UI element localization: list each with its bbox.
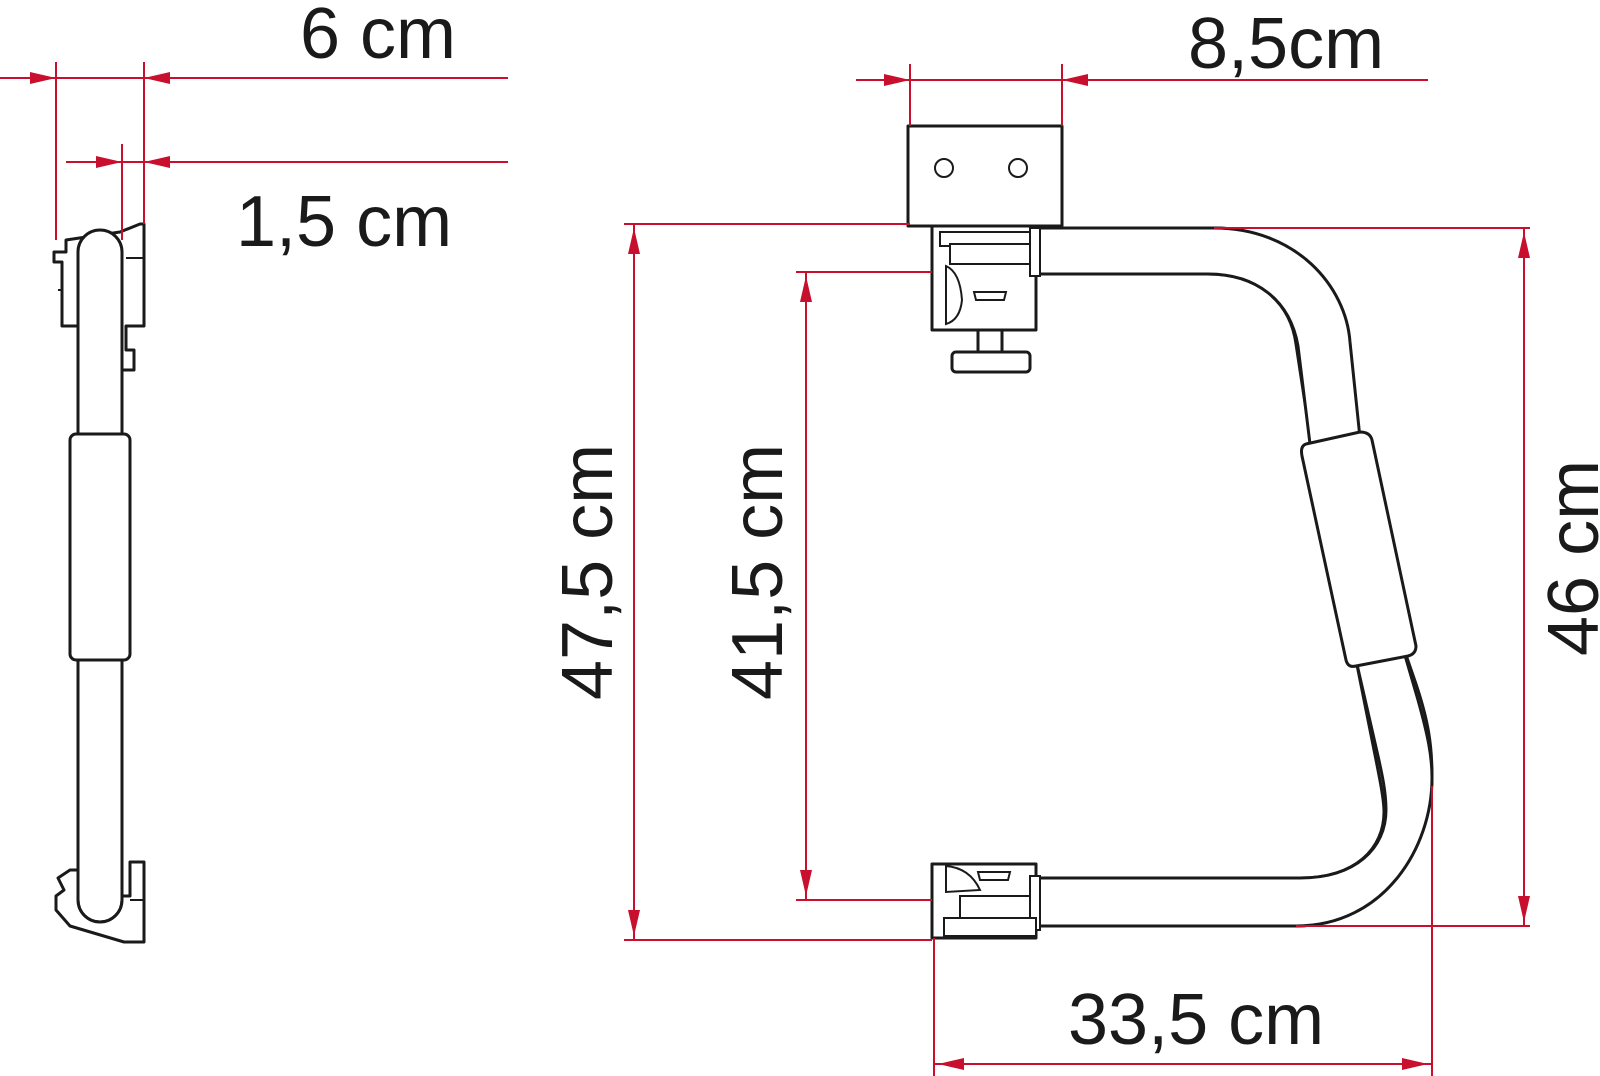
dim-arrow [884,74,910,86]
bottom-clamp-base [943,917,1037,937]
side-grip-sleeve [68,432,132,662]
label-handle-height: 46 cm [1534,460,1600,656]
side-view [52,222,146,944]
front-view [906,124,1434,940]
label-side-depth: 6 cm [300,0,456,74]
top-clamp-collar [1029,227,1041,277]
screw-hole-icon [1008,158,1028,178]
side-bottom-clamp [54,860,146,944]
screw-hole-icon [934,158,954,178]
dim-arrow [96,156,122,168]
dim-arrow [144,72,170,84]
dim-arrow [30,72,56,84]
wall-plate [906,124,1064,228]
front-dimensions: 8,5cm 47,5 cm 41,5 cm 46 cm 33,5 cm [548,4,1600,1076]
knob-stem [976,328,1004,356]
label-bracket-width: 8,5cm [1188,4,1384,84]
logo-icon [972,291,1008,301]
label-side-clearance: 1,5 cm [236,182,452,262]
dim-arrow [1518,896,1530,922]
dim-arrow [628,910,640,936]
label-handle-depth: 33,5 cm [1068,980,1324,1060]
label-inner-height: 41,5 cm [718,444,798,700]
bottom-clamp-face [945,864,982,894]
dim-arrow [628,228,640,254]
top-clamp-ring [949,243,1037,265]
top-clamp-face [945,264,964,326]
knob-head [950,350,1032,374]
top-clamp [930,224,1041,374]
side-upper-tube [76,228,124,438]
dim-arrow [1062,74,1088,86]
dim-arrow [800,276,812,302]
bottom-clamp-ring [959,895,1037,919]
handle-tube-upper-section [1034,226,1362,446]
side-lower-tube [76,658,124,924]
label-total-height: 47,5 cm [548,444,628,700]
front-grip-sleeve [1300,430,1418,668]
side-dimensions: 6 cm 1,5 cm [0,0,508,262]
dim-arrow [1402,1058,1428,1070]
dim-arrow [1518,232,1530,258]
dim-arrow [938,1058,964,1070]
dim-arrow [800,870,812,896]
dim-arrow [144,156,170,168]
handle-tube-lower-section [1032,650,1434,928]
logo-icon [976,871,1012,881]
bottom-clamp [930,862,1041,940]
